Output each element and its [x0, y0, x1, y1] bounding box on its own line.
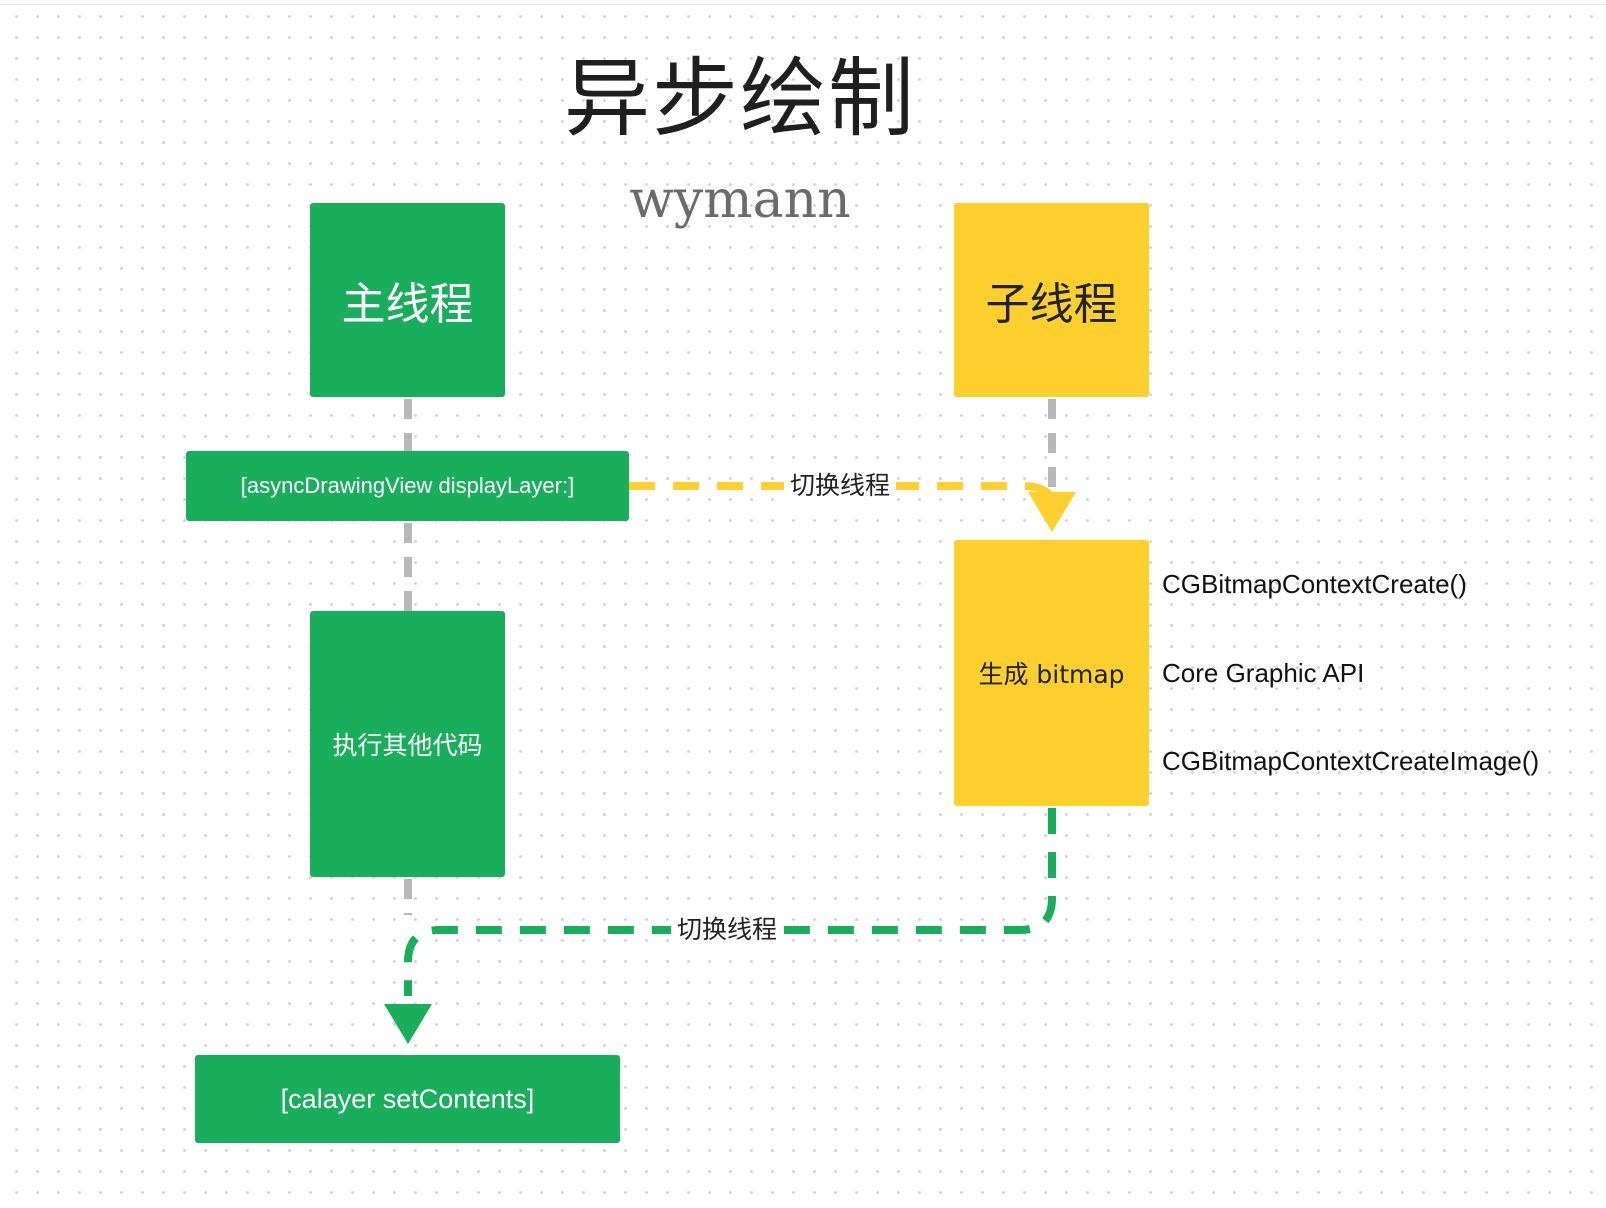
main-thread-box: 主线程: [310, 203, 505, 397]
arrow-head-main: [384, 1004, 432, 1044]
edge-label-to-sub: 切换线程: [784, 470, 897, 502]
bitmap-api-2: Core Graphic API: [1162, 658, 1365, 688]
other-code-label: 执行其他代码: [332, 731, 483, 760]
main-thread-label: 主线程: [341, 279, 474, 330]
bitmap-api-3: CGBitmapContextCreateImage(): [1162, 746, 1540, 776]
set-contents-box: [calayer setContents]: [195, 1055, 620, 1143]
edge-label-to-main: 切换线程: [671, 914, 784, 946]
author-watermark: wymann: [629, 170, 851, 230]
diagram-title: 异步绘制: [564, 49, 916, 149]
display-layer-box: [asyncDrawingView displayLayer:]: [186, 451, 629, 521]
arrow-head-sub: [1028, 492, 1076, 532]
bitmap-api-1: CGBitmapContextCreate(): [1162, 569, 1467, 599]
set-contents-label: [calayer setContents]: [280, 1083, 535, 1114]
generate-bitmap-box: 生成 bitmap: [954, 540, 1149, 806]
display-layer-label: [asyncDrawingView displayLayer:]: [240, 473, 575, 498]
top-divider: [0, 4, 1606, 5]
generate-bitmap-label: 生成 bitmap: [978, 660, 1125, 689]
arrow-to-main-thread: [404, 808, 1056, 996]
arrow-to-sub-thread: [629, 482, 1056, 505]
sub-thread-label: 子线程: [985, 279, 1118, 330]
sub-thread-box: 子线程: [954, 203, 1149, 397]
other-code-box: 执行其他代码: [310, 611, 505, 877]
